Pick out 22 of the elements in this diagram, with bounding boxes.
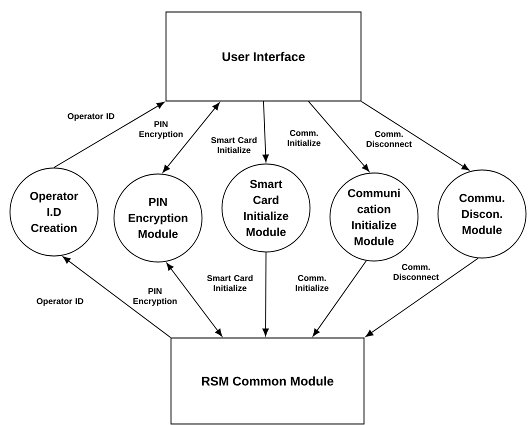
edge-label: Smart Card Initialize: [207, 274, 253, 292]
edge-label: PIN Encryption: [139, 121, 183, 139]
edge-label: Smart Card Initialize: [211, 136, 257, 154]
edge-label: Operator ID: [36, 298, 84, 306]
arrow: [262, 252, 269, 336]
module-box: User Interface: [166, 12, 362, 102]
arrow: [312, 260, 367, 337]
arrow: [62, 256, 171, 338]
edge-label: Operator ID: [68, 113, 114, 121]
edge-label: Comm. Initialize: [288, 130, 320, 146]
arrow: [308, 101, 370, 172]
arrow: [262, 101, 269, 162]
edge-label: Comm. Disconnect: [394, 264, 439, 280]
edge-label: Comm. Initialize: [296, 275, 328, 291]
arrow: [162, 102, 220, 173]
arrow: [54, 102, 164, 168]
module-box: RSM Common Module: [170, 338, 364, 424]
edge-label: Comm. Disconnect: [366, 131, 412, 147]
arrow: [166, 262, 222, 337]
arrow: [361, 101, 470, 171]
arrow: [365, 258, 479, 337]
edge-label: PIN Encryption: [133, 288, 177, 306]
